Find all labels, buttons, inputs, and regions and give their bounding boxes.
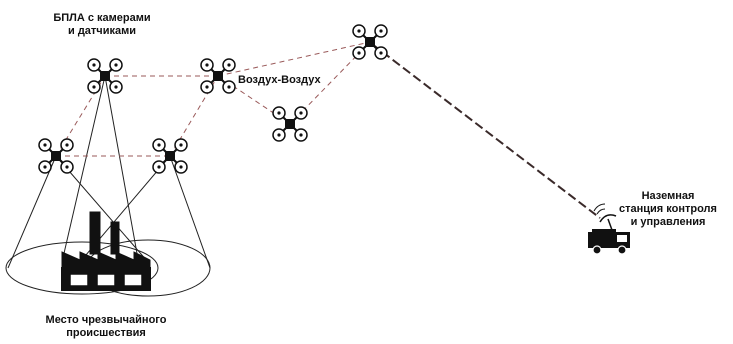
ground-station-label: Наземная станция контроля и управления	[610, 190, 726, 229]
ground-station-label-line2: станция контроля	[610, 203, 726, 216]
uav-group-label-line1: БПЛА с камерами	[36, 12, 168, 25]
air-links	[56, 42, 370, 156]
air-link-label: Воздух-Воздух	[238, 74, 321, 87]
air-link-text: Воздух-Воздух	[238, 74, 321, 87]
ground-station-label-line3: и управления	[610, 216, 726, 229]
ground-station-label-line1: Наземная	[610, 190, 726, 203]
drone-icon	[353, 25, 387, 59]
incident-site-label-line2: происшествия	[30, 327, 182, 340]
incident-site-label: Место чрезвычайного происшествия	[30, 314, 182, 340]
uav-group-label-line2: и датчиками	[36, 25, 168, 38]
ground-link	[372, 44, 600, 218]
uav-group-label: БПЛА с камерами и датчиками	[36, 12, 168, 38]
drone-icon	[273, 107, 307, 141]
incident-site-label-line1: Место чрезвычайного	[30, 314, 182, 327]
cone-left-drone	[8, 156, 148, 268]
